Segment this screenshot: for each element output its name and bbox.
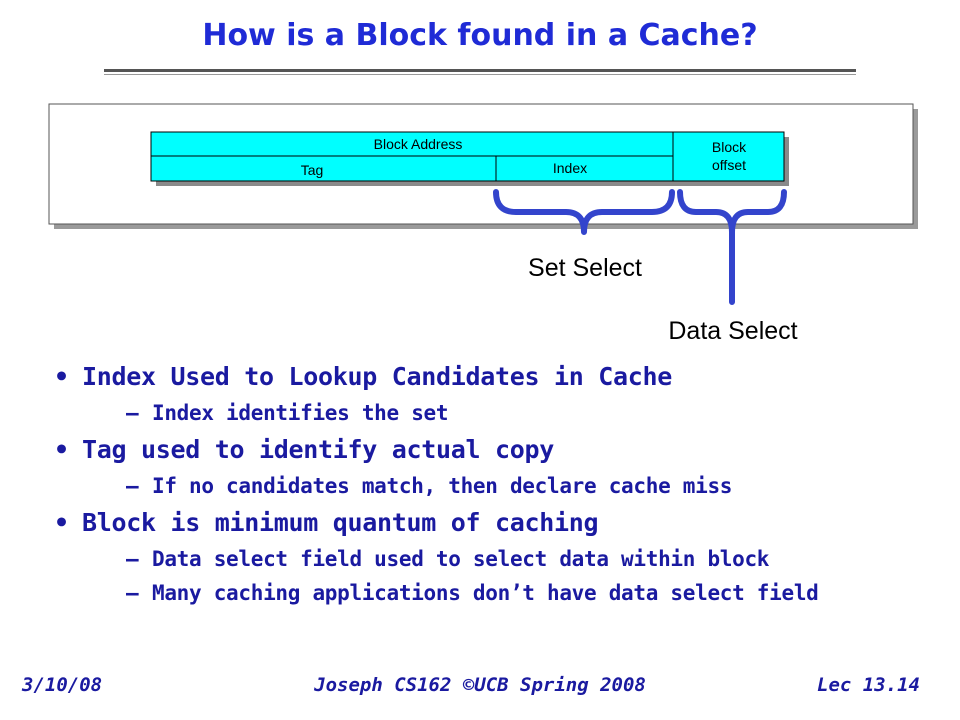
dash-icon: –	[126, 581, 139, 605]
bullet-text: Index Used to Lookup Candidates in Cache	[82, 362, 673, 391]
bullet-text: Block is minimum quantum of caching	[82, 508, 599, 537]
tag-label: Tag	[301, 162, 324, 178]
bullet-item: • Tag used to identify actual copy	[54, 435, 934, 464]
block-offset-label-2: offset	[712, 157, 746, 173]
footer-course: Joseph CS162 ©UCB Spring 2008	[314, 674, 646, 696]
bullet-text: Tag used to identify actual copy	[82, 435, 555, 464]
block-address-label: Block Address	[374, 136, 463, 152]
sub-bullet-item: –Many caching applications don’t have da…	[54, 581, 934, 605]
index-label: Index	[553, 160, 587, 176]
address-diagram: Block Address Tag Index Block offset Set…	[48, 103, 918, 345]
title-divider	[104, 69, 856, 75]
sub-bullet-text: Many caching applications don’t have dat…	[152, 581, 819, 605]
bullet-item: • Block is minimum quantum of caching	[54, 508, 934, 537]
sub-bullet-text: If no candidates match, then declare cac…	[152, 474, 733, 498]
bullet-dot-icon: •	[54, 362, 69, 391]
sub-bullet-item: –If no candidates match, then declare ca…	[54, 474, 934, 498]
slide-title: How is a Block found in a Cache?	[202, 18, 758, 53]
block-offset-label-1: Block	[712, 139, 747, 155]
sub-bullet-text: Index identifies the set	[152, 401, 449, 425]
bullet-item: • Index Used to Lookup Candidates in Cach…	[54, 362, 934, 391]
block-offset-field	[672, 131, 785, 182]
slide-footer: 3/10/08 Joseph CS162 ©UCB Spring 2008 Le…	[0, 674, 960, 704]
set-select-label: Set Select	[528, 254, 642, 282]
data-select-brace	[677, 189, 787, 305]
sub-bullet-text: Data select field used to select data wi…	[152, 547, 770, 571]
dash-icon: –	[126, 474, 139, 498]
bullet-dot-icon: •	[54, 508, 69, 537]
dash-icon: –	[126, 547, 139, 571]
dash-icon: –	[126, 401, 139, 425]
data-select-label: Data Select	[668, 317, 797, 345]
sub-bullet-item: –Index identifies the set	[54, 401, 934, 425]
sub-bullet-item: –Data select field used to select data w…	[54, 547, 934, 571]
set-select-brace	[493, 189, 675, 235]
footer-date: 3/10/08	[22, 674, 103, 696]
bullet-list: • Index Used to Lookup Candidates in Cach…	[54, 352, 934, 605]
bullet-dot-icon: •	[54, 435, 69, 464]
footer-lecture-number: Lec 13.14	[817, 674, 920, 696]
